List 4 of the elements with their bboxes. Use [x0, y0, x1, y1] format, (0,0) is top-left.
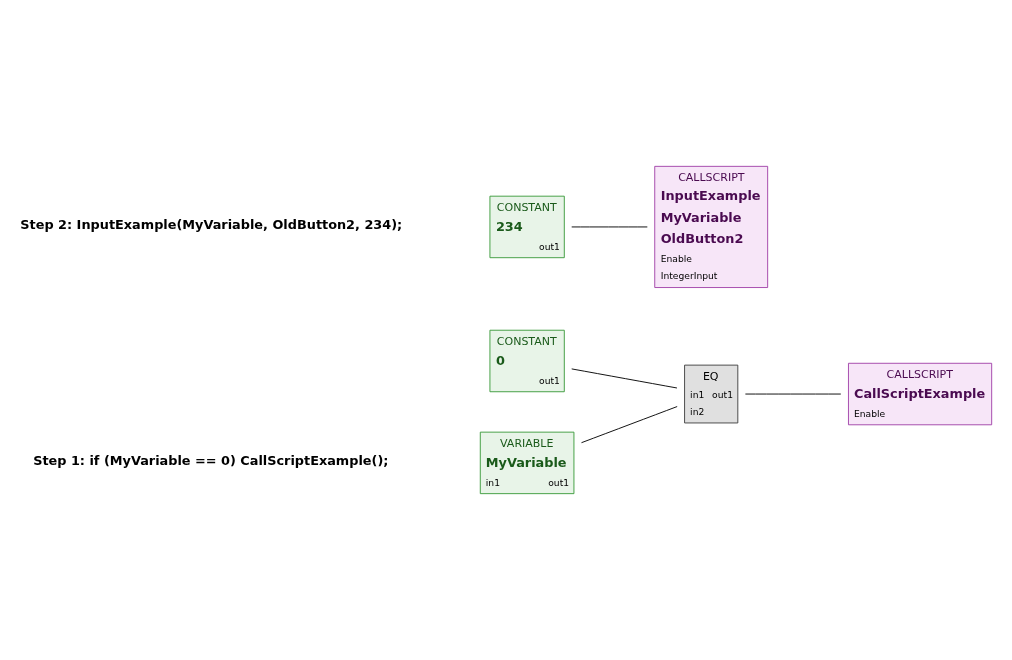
connector	[571, 368, 678, 389]
label: Step 2: InputExample(MyVariable, OldButton2, 234);	[20, 217, 403, 233]
connector	[581, 406, 678, 444]
label: Step 1: if (MyVariable == 0) CallScriptExample();	[33, 453, 389, 469]
